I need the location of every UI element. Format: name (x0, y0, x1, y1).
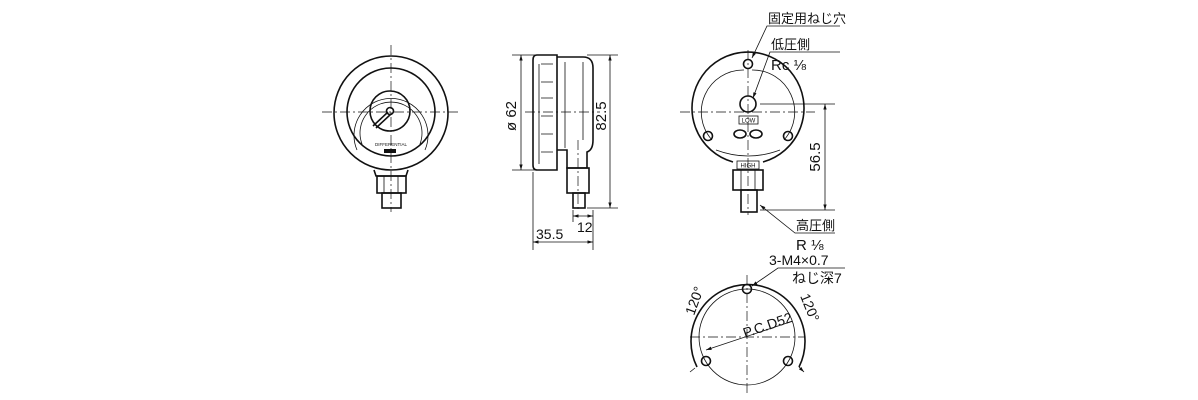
case-edges (564, 62, 584, 148)
tapped-hole-left (700, 355, 712, 367)
cover-ring (532, 54, 558, 171)
dim-depth: 35.5 (536, 226, 563, 242)
fixing-hole-left (702, 130, 714, 142)
tapped-hole-right (782, 355, 794, 367)
thread-stem (381, 192, 402, 209)
thread-spec: 3-M4×0.7 (769, 252, 829, 268)
low-port-thread: Rc ⅛ (771, 57, 807, 74)
leader-fixing-hole (751, 25, 840, 59)
angle-left: 120° (682, 284, 707, 317)
dim-height: 82.5 (593, 101, 610, 130)
low-tag-box (738, 115, 759, 125)
back-thread (740, 189, 758, 213)
scale-arc-outer (353, 98, 429, 151)
case-body (557, 56, 594, 169)
high-port-thread: R ⅛ (796, 237, 824, 254)
leader-high-port (759, 204, 835, 234)
back-lower-rim (715, 149, 781, 157)
dim-diameter: ø 62 (503, 101, 520, 131)
extension-lines (512, 54, 618, 250)
dial-logo (384, 149, 396, 153)
leader-low-port (752, 51, 840, 99)
back-hex-edges (740, 170, 756, 190)
label-low-side: 低圧側 (771, 37, 810, 52)
side-view: ø 62 82.5 12 35.5 (503, 54, 618, 250)
extension-lines-back (760, 103, 835, 211)
hex-block (376, 175, 407, 194)
low-tag: LOW (742, 119, 756, 125)
hex-edges (383, 176, 399, 193)
bezel-outer (333, 55, 449, 171)
front-view: DIFFERENTIAL (322, 45, 460, 212)
adjuster-left (733, 129, 747, 139)
dim-thread: 12 (577, 219, 593, 235)
dim-port-height: 56.5 (807, 142, 824, 171)
thread-depth: ねじ深7 (792, 270, 842, 286)
pcd-line (705, 321, 791, 351)
dial-center (369, 90, 411, 132)
needle (372, 111, 392, 129)
back-inner-rim (700, 69, 796, 141)
side-thread (572, 192, 586, 209)
bottom-view: P.C.D52 3-M4×0.7 ねじ深7 120° 120° (682, 252, 845, 395)
cover-ribs (538, 63, 553, 164)
back-view: LOW HIGH 固定用ねじ穴 低圧側 Rc ⅛ 高圧側 R ⅛ 56.5 (680, 11, 846, 254)
fixing-hole-right (782, 130, 794, 142)
adjuster-right (749, 129, 763, 139)
angle-arrows (689, 367, 804, 372)
label-fixing-hole: 固定用ねじ穴 (768, 11, 846, 26)
pcd-label: P.C.D52 (741, 309, 795, 341)
label-high-side: 高圧側 (796, 218, 835, 233)
leader-tapped-hole (751, 267, 845, 287)
